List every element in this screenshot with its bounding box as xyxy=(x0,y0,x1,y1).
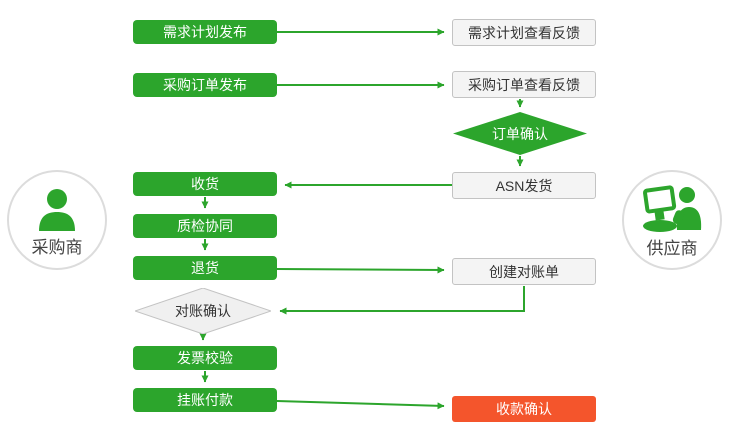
diamond-shape xyxy=(453,112,587,155)
node-demand-plan-feedback: 需求计划查看反馈 xyxy=(452,19,596,46)
decision-statement-confirm: 对账确认 xyxy=(135,288,271,334)
node-asn-ship: ASN发货 xyxy=(452,172,596,199)
decision-order-confirm: 订单确认 xyxy=(453,112,587,155)
person-laptop-icon xyxy=(640,184,704,239)
node-return-goods: 退货 xyxy=(133,256,277,280)
node-invoice-check: 发票校验 xyxy=(133,346,277,370)
actor-label: 供应商 xyxy=(646,238,698,258)
node-receive-goods: 收货 xyxy=(133,172,277,196)
actor-label: 采购商 xyxy=(31,237,83,257)
node-purchase-order-publish: 采购订单发布 xyxy=(133,73,277,97)
decision-label: 对账确认 xyxy=(175,303,231,319)
node-demand-plan-publish: 需求计划发布 xyxy=(133,20,277,44)
node-quality-inspection: 质检协同 xyxy=(133,214,277,238)
node-receipt-confirm: 收款确认 xyxy=(452,396,596,422)
decision-label: 订单确认 xyxy=(492,125,548,142)
node-create-statement: 创建对账单 xyxy=(452,258,596,285)
person-icon xyxy=(32,185,82,238)
node-purchase-order-feedback: 采购订单查看反馈 xyxy=(452,71,596,98)
actor-buyer: 采购商 xyxy=(7,170,107,270)
actor-supplier: 供应商 xyxy=(622,170,722,270)
diamond-shape xyxy=(135,288,271,334)
node-book-payment: 挂账付款 xyxy=(133,388,277,412)
